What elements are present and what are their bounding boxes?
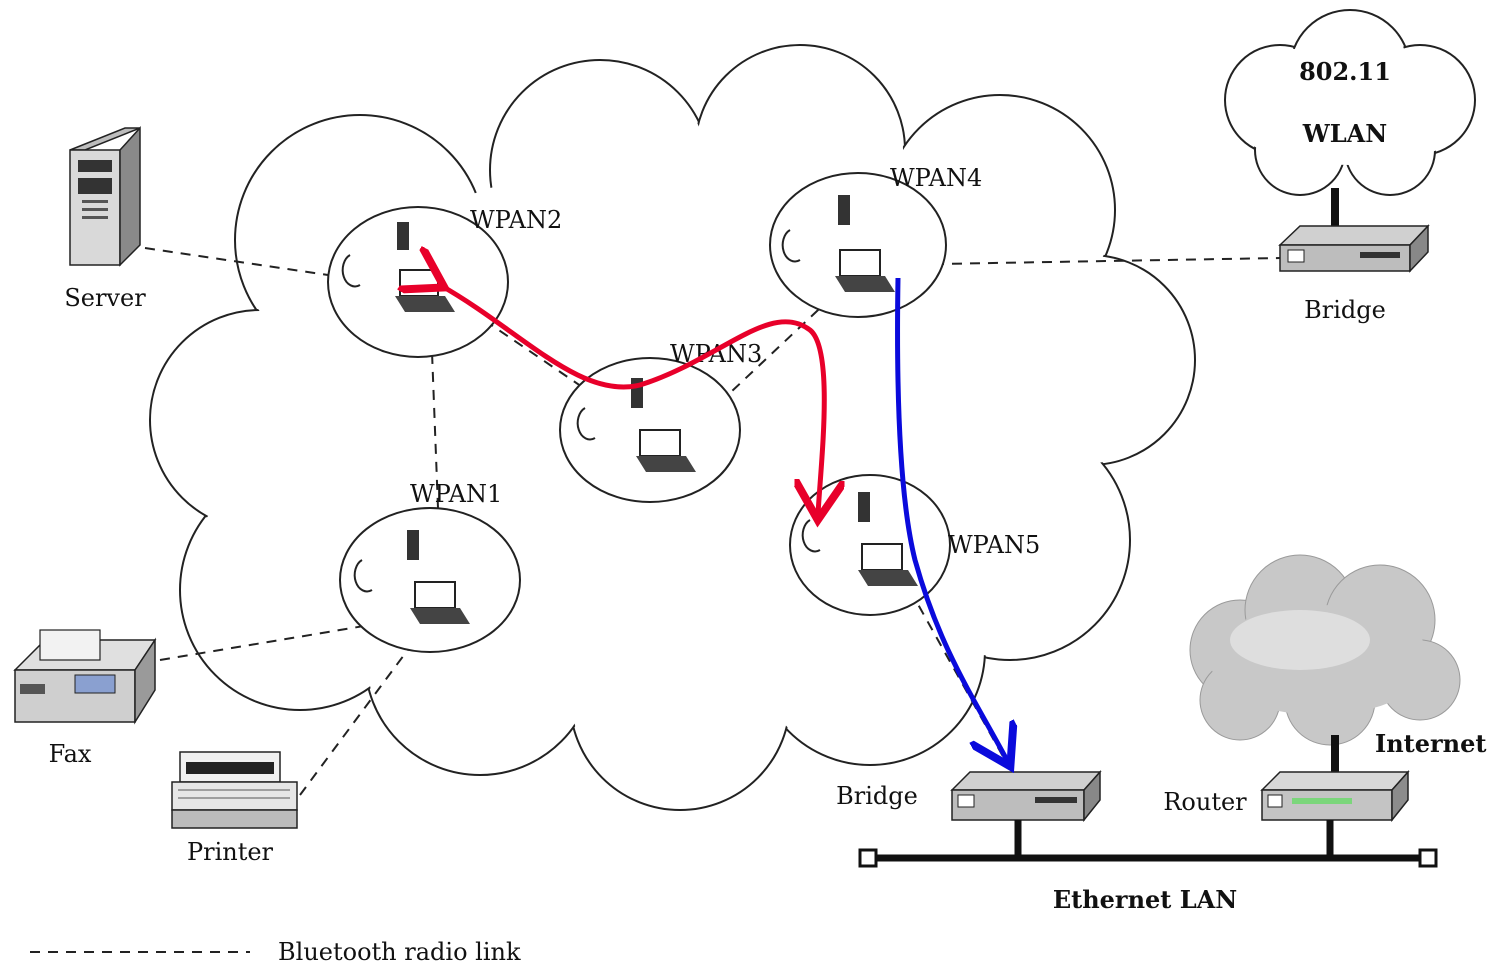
- wpan2-label: WPAN2: [470, 206, 562, 234]
- internet-cloud: [1189, 554, 1461, 746]
- bridge-bottom-icon: [950, 770, 1102, 823]
- fax-label: Fax: [49, 740, 92, 768]
- wlan-label: WLAN: [1302, 119, 1387, 148]
- wpan5-label: WPAN5: [948, 531, 1040, 559]
- ethernet-bus: [858, 820, 1438, 868]
- wlan-cloud: 802.11 WLAN: [1224, 9, 1476, 196]
- ethernet-lan-label: Ethernet LAN: [1053, 885, 1237, 914]
- router-icon: [1260, 770, 1410, 823]
- red-route-arrow: [440, 285, 824, 515]
- bridge-top-icon: [1278, 224, 1430, 273]
- blue-route-arrow: [895, 277, 1008, 762]
- wpan4-label: WPAN4: [890, 164, 982, 192]
- printer-label: Printer: [187, 838, 274, 866]
- server-label: Server: [64, 284, 146, 312]
- bridge-bottom-label: Bridge: [836, 782, 918, 810]
- router-label: Router: [1163, 788, 1247, 816]
- server-icon: [69, 126, 141, 267]
- printer-icon: [171, 751, 298, 829]
- legend-bluetooth-label: Bluetooth radio link: [278, 938, 521, 966]
- wpan3-label: WPAN3: [670, 340, 762, 368]
- legend: Bluetooth radio link: [30, 938, 521, 966]
- wpan1-label: WPAN1: [410, 480, 502, 508]
- wlan-standard-label: 802.11: [1299, 57, 1391, 86]
- bridge-top-label: Bridge: [1304, 296, 1386, 324]
- internet-label: Internet: [1375, 729, 1486, 758]
- fax-icon: [13, 629, 157, 725]
